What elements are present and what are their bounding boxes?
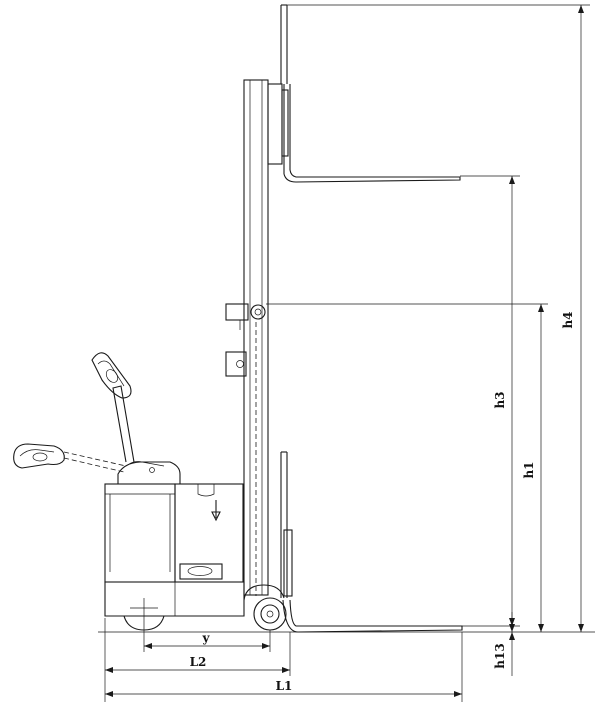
- tiller-handle-lowered: [13, 443, 65, 469]
- load-wheel: [253, 597, 287, 631]
- tiller-handle-upright: [91, 352, 132, 399]
- label-y: y: [202, 631, 211, 645]
- label-L1: L1: [276, 679, 293, 693]
- label-h13: h13: [493, 643, 507, 668]
- label-h4: h4: [561, 311, 575, 328]
- label-h1: h1: [522, 461, 536, 478]
- lowered-fork: [282, 599, 463, 633]
- dimension-y: [143, 630, 271, 652]
- tiller-arm-upright: [112, 385, 135, 463]
- dimension-L2: [104, 618, 291, 702]
- label-L2: L2: [190, 655, 207, 669]
- dimension-L1: [105, 632, 463, 702]
- cylinder-bracket: [225, 322, 257, 596]
- dimension-h3: [460, 175, 520, 632]
- tiller-arm-lowered: [63, 451, 127, 473]
- label-h3: h3: [493, 391, 507, 408]
- dimension-h13: [462, 612, 520, 676]
- mast-pulley: [225, 303, 266, 330]
- raised-fork: [283, 169, 461, 183]
- raised-carriage: [267, 4, 291, 174]
- lowered-carriage: [280, 451, 293, 598]
- chassis: [104, 483, 285, 617]
- dimension-h1: [266, 303, 548, 632]
- drive-wheel: [123, 598, 165, 634]
- dimension-h4: [287, 4, 590, 632]
- tiller-head: [117, 461, 181, 485]
